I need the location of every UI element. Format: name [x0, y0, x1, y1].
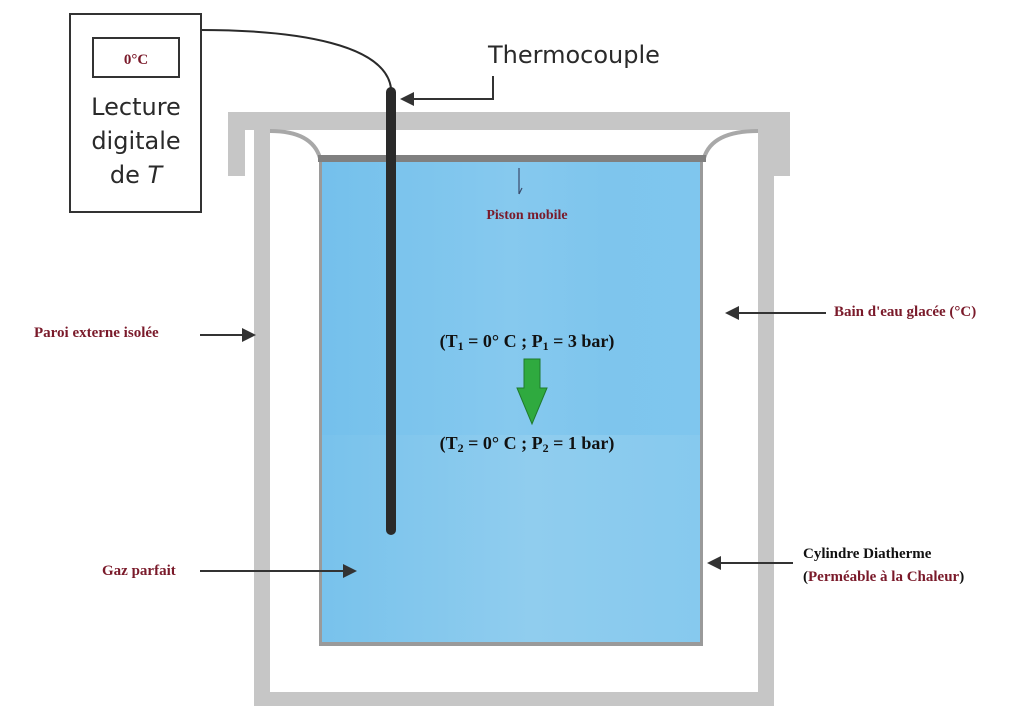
- ideal-gas-pointer: [200, 564, 357, 578]
- piston-pointer: [518, 168, 523, 195]
- outer-wall-pointer: [200, 328, 256, 342]
- diathermal-cylinder: [319, 158, 703, 646]
- display-caption-line1: Lecture: [91, 93, 181, 121]
- state1-T: T: [446, 331, 458, 351]
- state1-P-val: = 3 bar): [549, 331, 615, 352]
- thermocouple-label: Thermocouple: [487, 41, 660, 69]
- thermocouple-wire: [199, 29, 392, 89]
- state2-T-val: = 0° C ;: [464, 433, 532, 453]
- process-arrow-down-icon: [516, 358, 548, 426]
- state2-P-sub: 2: [543, 441, 549, 455]
- thermocouple-probe: [386, 87, 396, 535]
- initial-state-label: (T1 = 0° C ; P1 = 3 bar): [440, 331, 615, 353]
- state1-paren: (: [440, 331, 446, 352]
- ice-bath-pointer: [725, 306, 826, 320]
- state2-P-val: = 1 bar): [549, 433, 615, 454]
- state2-P: P: [532, 433, 543, 453]
- arrow-left-icon: [725, 306, 739, 320]
- outer-wall-label: Paroi externe isolée: [34, 325, 159, 341]
- display-caption-line3: de T: [110, 161, 165, 189]
- thermocouple-pointer: [400, 76, 494, 106]
- state1-P: P: [532, 331, 543, 351]
- right-shoulder-curve: [702, 129, 759, 159]
- reading-screen: [92, 37, 180, 78]
- ideal-gas-label: Gaz parfait: [102, 563, 176, 579]
- gas-region-lower: [322, 435, 700, 642]
- left-shoulder-curve: [269, 129, 322, 159]
- ice-bath-label: Bain d'eau glacée (°C): [834, 304, 976, 320]
- state1-T-val: = 0° C ;: [464, 331, 532, 351]
- cylinder-label-line1: Cylindre Diatherme: [803, 546, 932, 562]
- temperature-reading: 0°C: [124, 52, 148, 68]
- cylinder-label-line2: (Perméable à la Chaleur): [803, 569, 964, 585]
- arrow-left-icon: [400, 92, 414, 106]
- arrow-left-icon: [707, 556, 721, 570]
- display-caption-prefix: de: [110, 161, 148, 189]
- digital-reader: [69, 13, 202, 213]
- arrow-right-icon: [343, 564, 357, 578]
- state2-T: T: [446, 433, 458, 453]
- arrow-right-icon: [242, 328, 256, 342]
- movable-piston: [318, 155, 706, 162]
- gas-region-upper: [322, 161, 700, 435]
- state2-paren: (: [440, 433, 446, 454]
- cylinder-property: Perméable à la Chaleur: [808, 569, 960, 585]
- display-caption-variable: T: [147, 161, 164, 189]
- paren-open: (: [803, 569, 808, 585]
- display-caption-line2: digitale: [91, 127, 180, 155]
- state1-P-sub: 1: [543, 339, 549, 353]
- state1-T-sub: 1: [458, 339, 464, 353]
- cylinder-pointer: [707, 556, 793, 570]
- piston-label: Piston mobile: [486, 208, 567, 223]
- state2-T-sub: 2: [458, 441, 464, 455]
- paren-close: ): [959, 569, 964, 585]
- final-state-label: (T2 = 0° C ; P2 = 1 bar): [440, 433, 615, 455]
